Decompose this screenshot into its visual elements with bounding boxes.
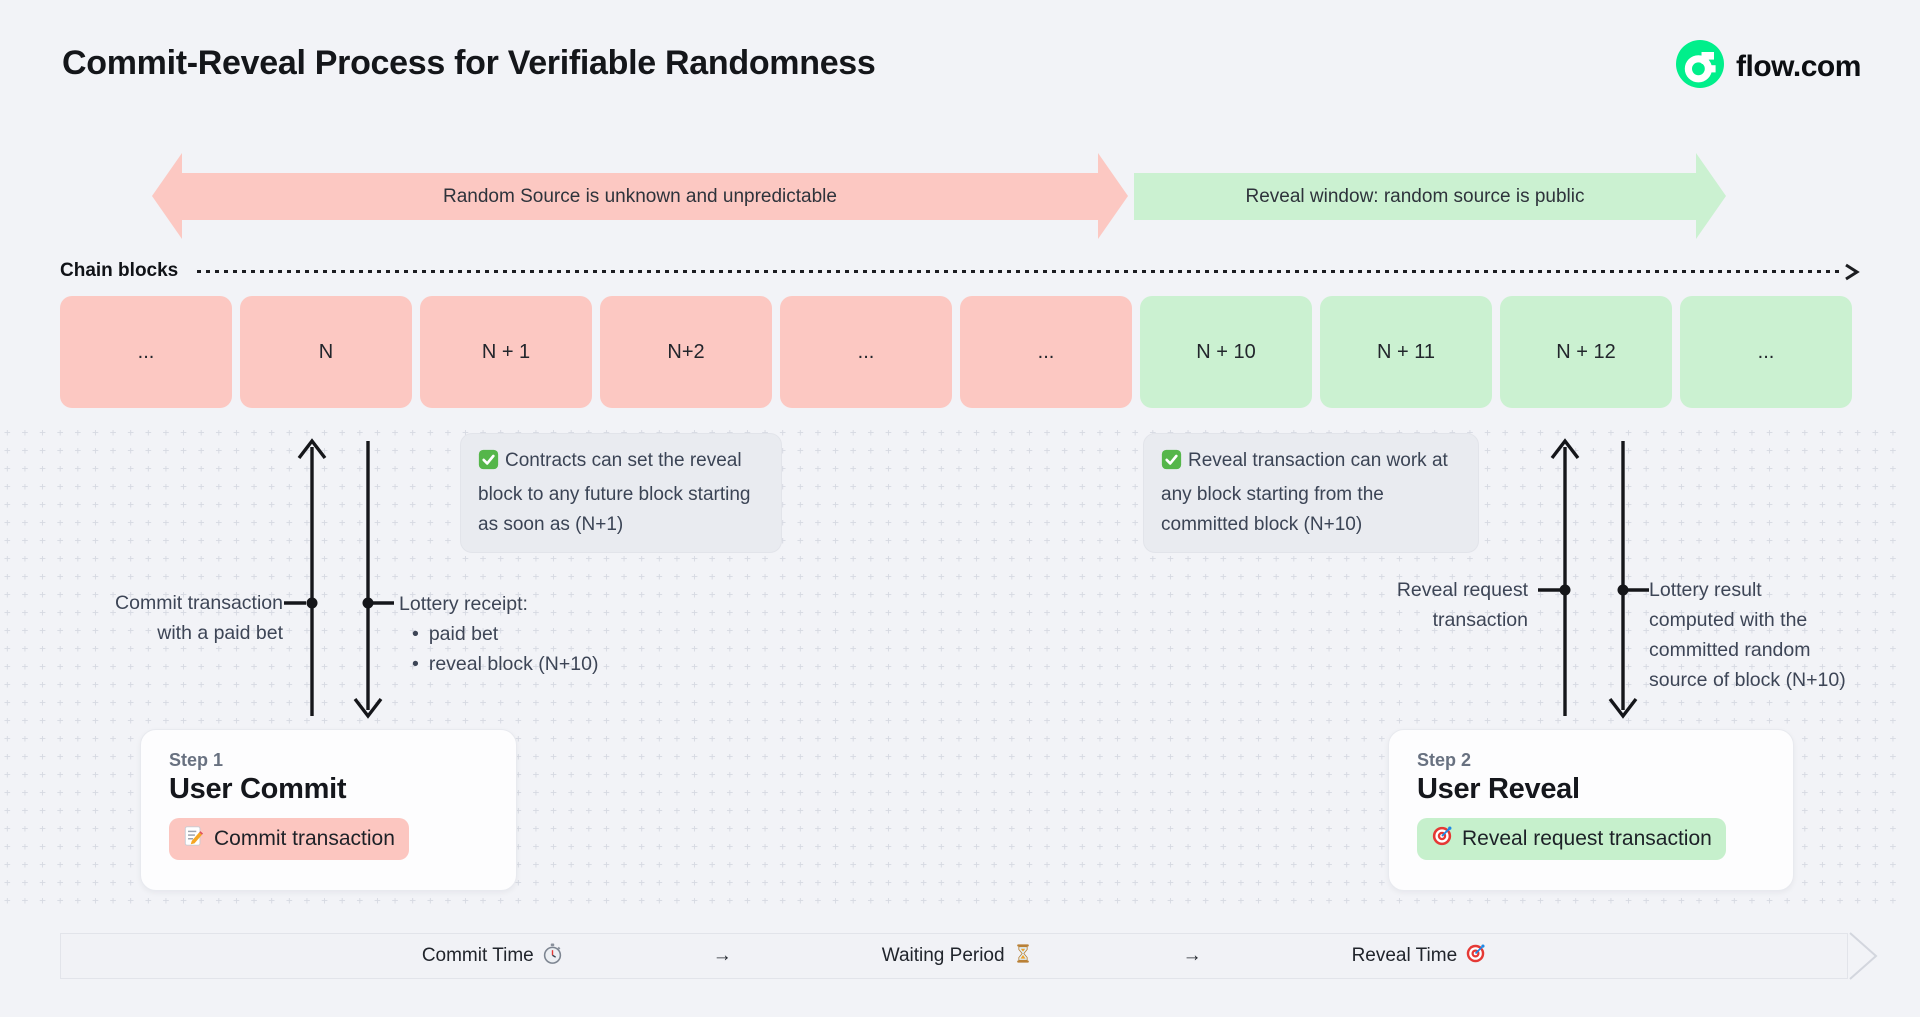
timeline-bar: Commit Time → Waiting Period (60, 933, 1848, 979)
chain-line-arrowhead-icon (1845, 263, 1860, 281)
chain-blocks-row: ... N N + 1 N+2 ... ... N + 10 N + 11 N … (60, 296, 1852, 408)
note-commit-text: Contracts can set the reveal block to an… (478, 450, 751, 536)
reveal-request-label: Reveal request transaction (1396, 579, 1528, 631)
step-1-title: User Commit (169, 773, 347, 805)
chain-block: N+2 (600, 296, 772, 408)
note-reveal-text: Reveal transaction can work at any block… (1161, 450, 1448, 536)
chain-dotted-line (197, 270, 1842, 274)
reveal-request-up-arrow (1538, 438, 1580, 716)
check-icon (478, 449, 499, 480)
chain-block: ... (960, 296, 1132, 408)
timeline-waiting-period: Waiting Period (882, 943, 1033, 970)
check-icon (1161, 449, 1182, 480)
step-2-label: Step 2 (1417, 750, 1472, 770)
reveal-phase-label: Reveal window: random source is public (1245, 185, 1585, 207)
chain-block: ... (1680, 296, 1852, 408)
reveal-request-badge: Reveal request transaction (1417, 818, 1726, 860)
chain-block: N + 12 (1500, 296, 1672, 408)
timeline-arrowhead-icon (1849, 932, 1878, 980)
chain-block: N + 10 (1140, 296, 1312, 408)
unknown-phase-arrowhead-right (1098, 153, 1128, 239)
target-icon (1465, 943, 1486, 970)
flow-logo-icon (1676, 40, 1724, 93)
lottery-result-label: Lottery result computed with the committ… (1649, 579, 1846, 691)
commit-up-arrow (284, 438, 327, 716)
lottery-result-down-arrow (1608, 441, 1649, 719)
timeline-arrow: → (712, 945, 732, 966)
commit-badge-text: Commit transaction (214, 827, 395, 850)
chain-block: N + 1 (420, 296, 592, 408)
receipt-bullet: paid bet (399, 619, 598, 649)
page-title: Commit-Reveal Process for Verifiable Ran… (62, 44, 876, 82)
commit-transaction-label: Commit transaction with a paid bet (115, 592, 283, 644)
memo-icon (183, 825, 205, 853)
receipt-down-arrow (353, 441, 394, 719)
chain-block: ... (60, 296, 232, 408)
step-1-label: Step 1 (169, 750, 224, 770)
stopwatch-icon (542, 942, 563, 970)
flow-brand-link[interactable]: flow.com (1676, 40, 1861, 93)
hourglass-icon (1013, 943, 1033, 970)
step-2-title: User Reveal (1417, 773, 1580, 805)
chain-block: ... (780, 296, 952, 408)
timeline-reveal-time: Reveal Time (1352, 943, 1487, 970)
step-2-card: Step 2 User Reveal Reveal request transa… (1388, 729, 1794, 891)
step-1-card: Step 1 User Commit Commit transaction (140, 729, 517, 891)
chain-block: N (240, 296, 412, 408)
reveal-phase-arrow: Reveal window: random source is public (1134, 173, 1696, 220)
unknown-phase-arrowhead-left (152, 153, 182, 239)
chain-block: N + 11 (1320, 296, 1492, 408)
reveal-badge-text: Reveal request transaction (1462, 827, 1712, 850)
target-icon (1431, 825, 1453, 853)
unknown-phase-label: Random Source is unknown and unpredictab… (443, 185, 837, 207)
brand-wordmark: flow.com (1736, 49, 1861, 83)
lottery-receipt-label: Lottery receipt: paid bet reveal block (… (399, 589, 598, 679)
reveal-phase-arrowhead-right (1696, 153, 1726, 239)
commit-transaction-badge: Commit transaction (169, 818, 409, 860)
unknown-phase-arrow: Random Source is unknown and unpredictab… (182, 173, 1098, 220)
timeline-arrow: → (1182, 945, 1202, 966)
receipt-bullet: reveal block (N+10) (399, 649, 599, 679)
note-reveal-window: Reveal transaction can work at any block… (1143, 433, 1479, 554)
timeline-commit-time: Commit Time (422, 942, 563, 970)
note-commit-window: Contracts can set the reveal block to an… (460, 433, 782, 554)
chain-blocks-label: Chain blocks (60, 260, 179, 281)
